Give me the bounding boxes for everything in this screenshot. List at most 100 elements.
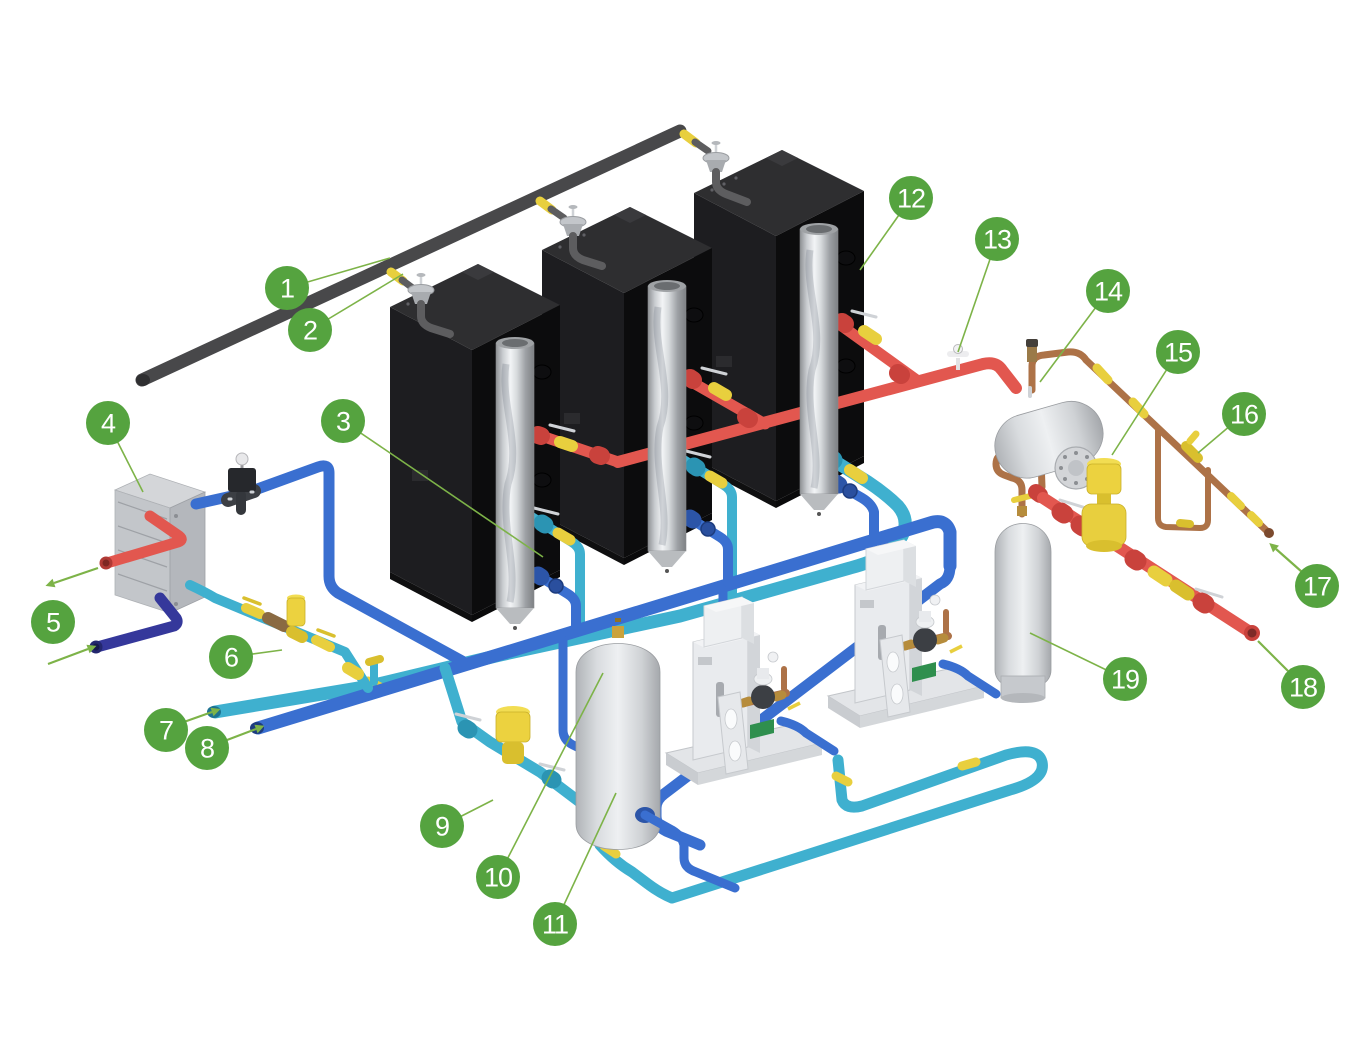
callout-5: 5: [31, 600, 97, 666]
tank-air-valve: [612, 626, 624, 638]
callout-1-number: 1: [280, 274, 294, 304]
callout-8-number: 8: [200, 734, 214, 764]
callout-17-flow-arrow: [1275, 548, 1303, 573]
callout-19: 19: [1029, 632, 1147, 701]
callout-6-circle: [209, 635, 253, 679]
callout-7-circle: [144, 708, 188, 752]
callout-2-circle: [288, 308, 332, 352]
callout-5-arrow-head: [86, 644, 97, 654]
regulator-vent-cap: [416, 273, 426, 277]
callout-8-arrow-head: [254, 724, 265, 734]
callout-5-number: 5: [46, 608, 60, 638]
flue-1: [495, 337, 535, 630]
callout-5-circle: [31, 600, 75, 644]
expansion-tank: [575, 618, 740, 893]
fill-valve-train: [185, 580, 373, 693]
mixing-valve-circuit: [190, 452, 468, 667]
callout-12-circle: [889, 176, 933, 220]
callout-16: 16: [1197, 392, 1266, 454]
flow-arrow-dhw-outlet: [45, 566, 99, 588]
callout-15-circle: [1156, 330, 1200, 374]
callout-3: 3: [321, 399, 544, 558]
callout-11-circle: [533, 902, 577, 946]
callout-3-number: 3: [336, 407, 350, 437]
callout-16-number: 16: [1230, 400, 1258, 430]
callout-17-circle: [1295, 564, 1339, 608]
callout-2: 2: [288, 273, 404, 352]
callout-9-circle: [420, 804, 464, 848]
callout-11: 11: [533, 792, 617, 946]
callout-6: 6: [209, 635, 283, 679]
callout-4-number: 4: [101, 409, 116, 439]
expansion-feed-line: [439, 662, 1048, 904]
callout-7-arrow-head: [210, 707, 221, 717]
callout-11-number: 11: [542, 910, 568, 940]
callout-17-number: 17: [1303, 572, 1331, 602]
callout-17-arrow-head: [1269, 543, 1279, 553]
air-vent: [1027, 346, 1037, 362]
callout-4-circle: [86, 401, 130, 445]
callout-9-number: 9: [435, 812, 449, 842]
backflow-preventer: [1081, 458, 1127, 552]
callout-8-flow-arrow: [226, 727, 257, 742]
callout-11-leader: [554, 792, 617, 925]
callout-17: 17: [1269, 543, 1339, 608]
callout-10: 10: [476, 672, 604, 899]
callout-9: 9: [420, 799, 494, 848]
callout-8-circle: [185, 726, 229, 770]
callout-18-number: 18: [1289, 673, 1317, 703]
callout-19-number: 19: [1111, 665, 1139, 695]
callout-18: 18: [1257, 640, 1325, 709]
flow-arrow-head: [45, 578, 56, 588]
pump-skid-1: [664, 596, 839, 785]
callout-13-number: 13: [983, 225, 1011, 255]
tank-valve: [1017, 506, 1027, 516]
callout-1-circle: [265, 266, 309, 310]
pump: [913, 628, 937, 652]
callout-5-flow-arrow: [47, 647, 89, 666]
callout-1: 1: [265, 257, 391, 310]
callout-2-number: 2: [303, 316, 317, 346]
callout-14-circle: [1086, 269, 1130, 313]
callout-15: 15: [1111, 330, 1200, 456]
valve-actuator: [228, 468, 256, 492]
buffer-tank: [994, 506, 1052, 703]
callout-10-number: 10: [484, 863, 512, 893]
pressure-reducing-valve: [495, 706, 531, 764]
gas-drop-2: [535, 196, 606, 270]
callout-13-circle: [975, 217, 1019, 261]
boiler-supply-header: [518, 309, 1022, 468]
dhw-piping: [89, 510, 187, 654]
pump: [751, 685, 775, 709]
boiler-1: [390, 264, 560, 622]
boiler-2: [542, 207, 712, 565]
callout-8: 8: [185, 724, 265, 770]
callout-7-number: 7: [159, 716, 173, 746]
hot-supply-run: [1037, 458, 1260, 641]
callout-13: 13: [957, 217, 1019, 353]
pump-skid-2: [826, 539, 1001, 728]
relief-valve: [947, 344, 969, 370]
flue-2: [647, 280, 687, 573]
callout-16-circle: [1222, 392, 1266, 436]
callout-10-leader: [497, 672, 604, 878]
callout-15-number: 15: [1164, 338, 1192, 368]
callout-4: 4: [86, 401, 144, 493]
callout-3-leader: [342, 420, 544, 558]
gas-drop-1: [386, 267, 454, 338]
callout-6-number: 6: [224, 643, 238, 673]
callout-14-number: 14: [1094, 277, 1123, 307]
callout-14: 14: [1039, 269, 1130, 383]
callout-18-circle: [1281, 665, 1325, 709]
callout-18-flow-arrow: [1257, 640, 1289, 672]
flow-arrow-line: [53, 566, 99, 585]
callout-3-circle: [321, 399, 365, 443]
callout-12-number: 12: [897, 184, 925, 214]
callout-10-circle: [476, 855, 520, 899]
callout-19-circle: [1103, 657, 1147, 701]
flue-3: [799, 223, 839, 516]
gas-drop-3: [679, 129, 751, 206]
